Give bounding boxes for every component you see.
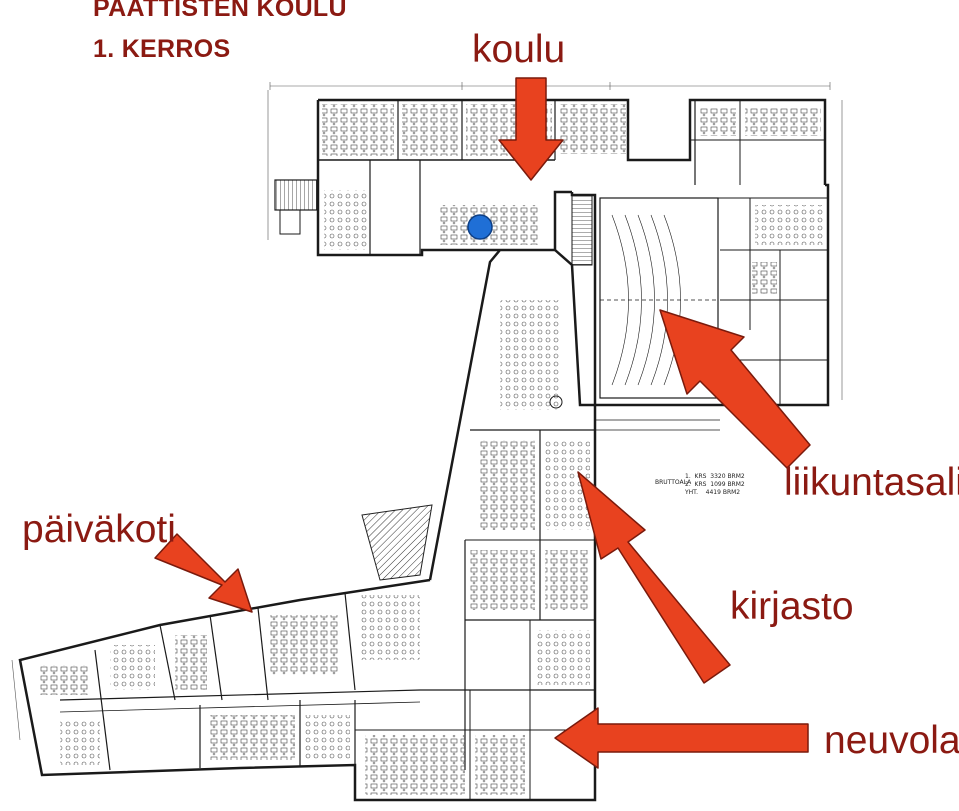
area-table-header: BRUTTOALA [655, 479, 692, 486]
arrow-liikuntasali-icon [659, 309, 811, 469]
area-table: BRUTTOALA [655, 465, 691, 493]
arrow-neuvola-icon [554, 707, 809, 769]
label-neuvola: neuvola [824, 719, 959, 762]
area-row-2: 2. KRS 1099 BRM2 [685, 481, 745, 488]
arrow-koulu-icon [498, 77, 564, 181]
canopy-hatch [361, 504, 433, 581]
koulu-wing [274, 98, 827, 257]
area-row-3: YHT. 4419 BRM2 [685, 489, 741, 496]
arrows [154, 77, 811, 769]
area-row-1: 1. KRS 3320 BRM2 [685, 473, 745, 480]
liikuntasali-block [570, 183, 830, 431]
title-floor: 1. KERROS [93, 35, 231, 63]
label-koulu: koulu [472, 28, 566, 71]
label-kirjasto: kirjasto [730, 585, 854, 628]
paivakoti-wing [18, 578, 597, 802]
title-school-name: PAATTISTEN KOULU [93, 0, 347, 22]
dimension-lines [11, 82, 843, 741]
arrow-kirjasto-icon [577, 471, 731, 684]
central-spine [428, 249, 597, 770]
location-marker-icon [467, 214, 493, 240]
label-paivakoti: päiväkoti [22, 508, 176, 551]
arrow-paivakoti-icon [154, 533, 253, 613]
label-liikuntasali: liikuntasali [784, 461, 959, 504]
